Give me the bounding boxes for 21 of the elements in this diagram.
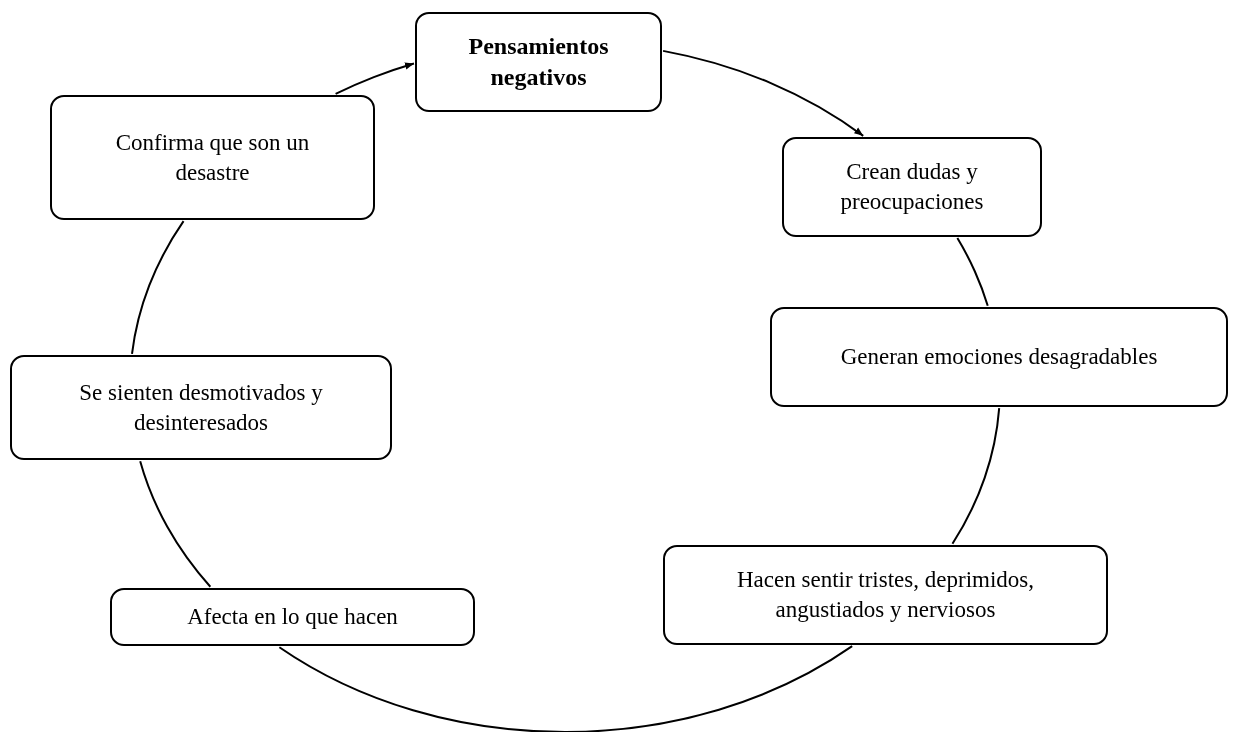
connector-arc <box>334 62 415 95</box>
box-text: Crean dudas y preocupaciones <box>839 158 985 216</box>
process-box <box>50 95 375 220</box>
process-box <box>663 545 1108 645</box>
process-box <box>770 307 1228 407</box>
process-box <box>110 588 475 646</box>
connector-arc <box>662 49 865 137</box>
box-text: Hacen sentir tristes, deprimidos, angustiados y nerviosos <box>736 566 1035 624</box>
connector-arc <box>278 645 854 732</box>
process-box <box>10 355 392 460</box>
connector-arc <box>139 460 212 588</box>
box-text: Confirma que son un desastre <box>114 128 311 187</box>
box-text: Pensamientos negativos <box>467 31 610 92</box>
connector-arc <box>956 237 989 307</box>
box-text: Se sienten desmotivados y desinteresados <box>78 378 324 437</box>
process-box <box>782 137 1042 237</box>
box-text: Afecta en lo que hacen <box>187 603 398 632</box>
process-box <box>415 12 662 112</box>
connector-arc <box>131 220 185 355</box>
box-text: Generan emociones desagradables <box>840 343 1158 372</box>
connector-arc <box>951 407 1001 545</box>
